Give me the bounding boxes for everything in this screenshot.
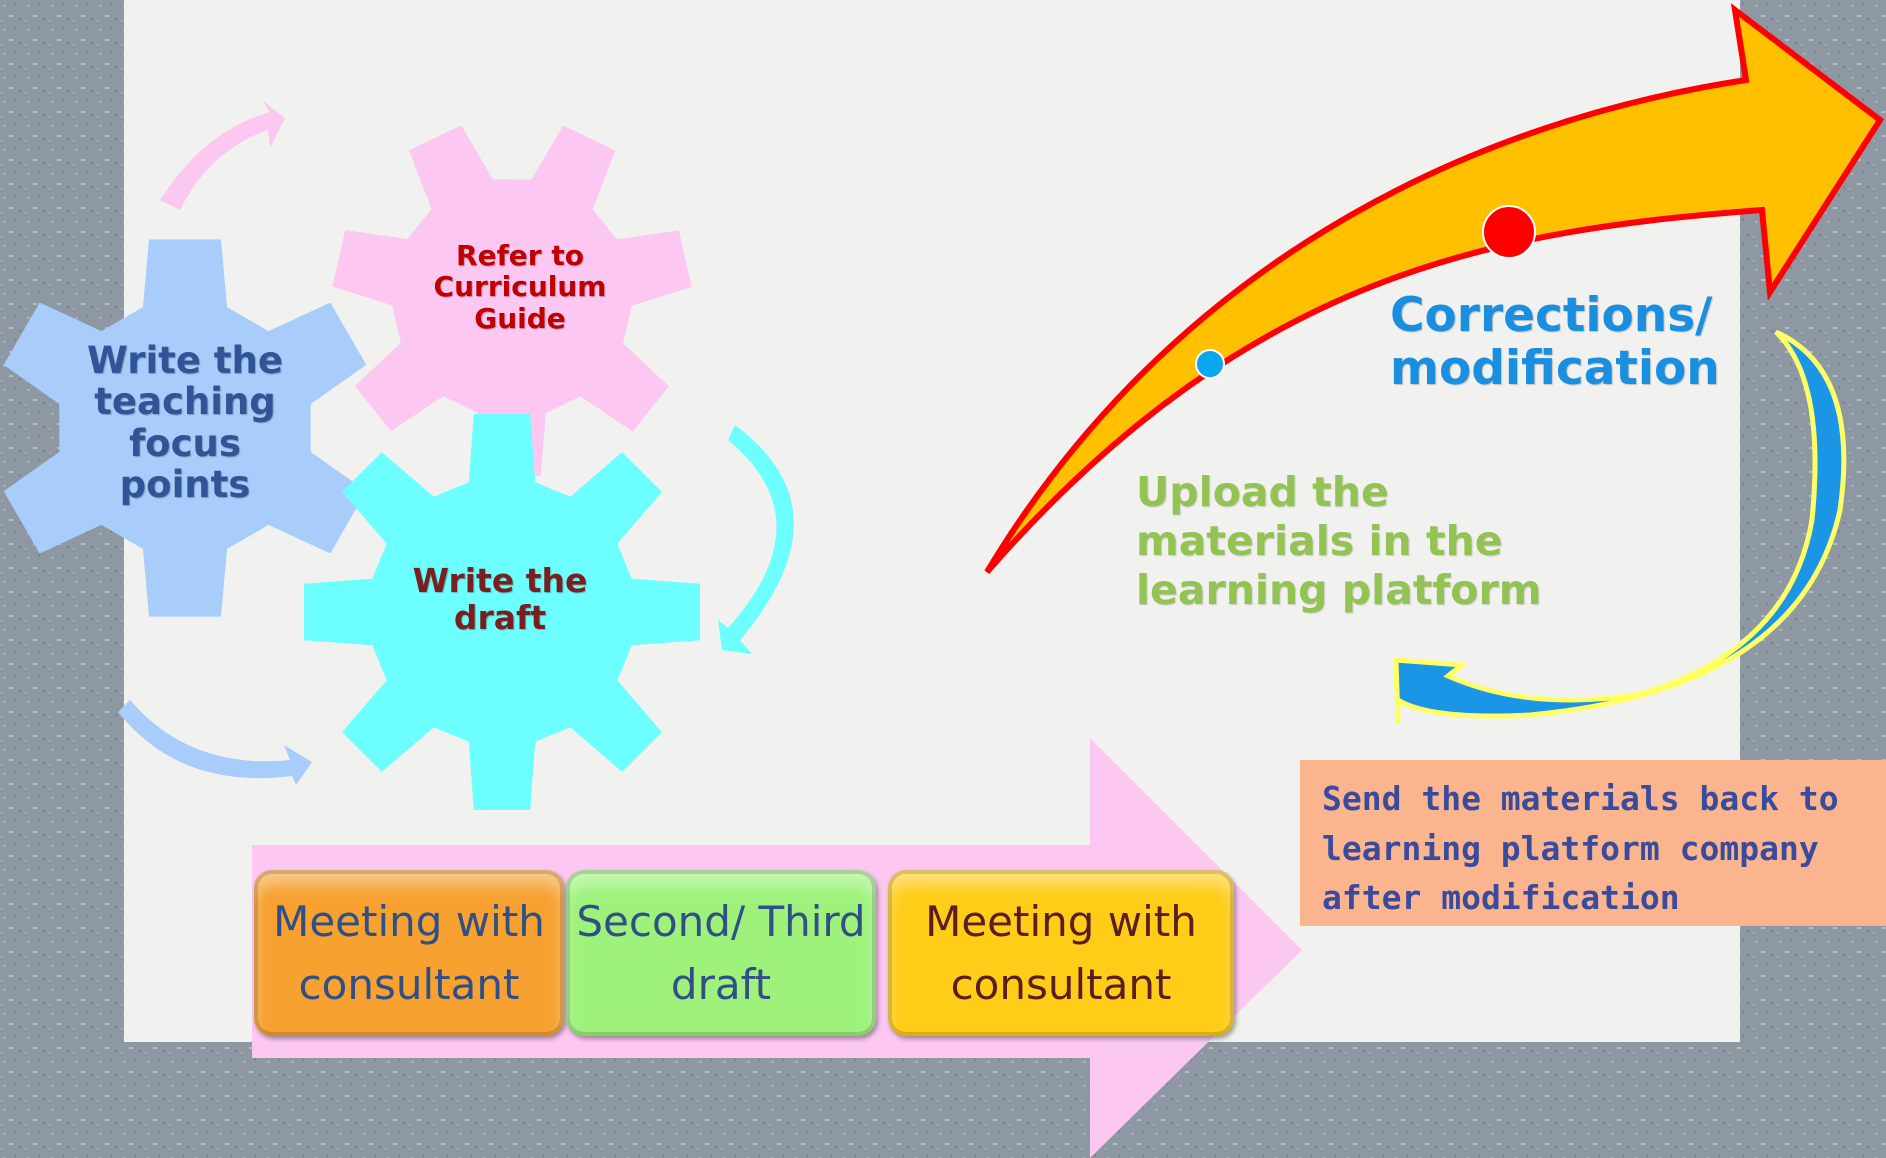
curved-progress-arrow xyxy=(984,3,1885,574)
upload-label: Upload the materials in the learning pla… xyxy=(1136,468,1542,615)
gear-curriculum-guide xyxy=(332,125,692,476)
send-back-box: Send the materials back to learning plat… xyxy=(1300,760,1886,926)
curved-arrow-marker xyxy=(1195,349,1225,379)
step-meeting-consultant-2: Meeting with consultant xyxy=(888,870,1234,1036)
gear-focus-points xyxy=(3,239,367,617)
cycle-arrow-cyan xyxy=(718,425,794,654)
corrections-label: Corrections/ modification xyxy=(1390,288,1720,396)
cycle-arrow-blue xyxy=(118,700,312,785)
gear-label-curriculum-guide: Refer to Curriculum Guide xyxy=(433,239,607,335)
step-meeting-consultant-1: Meeting with consultant xyxy=(254,870,564,1036)
gear-label-write-draft: Write the draft xyxy=(412,561,588,637)
curved-arrow-marker xyxy=(1482,205,1536,259)
cycle-arrow-pink xyxy=(160,100,285,210)
gear-label-focus-points: Write the teaching focus points xyxy=(87,339,283,507)
step-second-third-draft: Second/ Third draft xyxy=(566,870,876,1036)
gear-write-draft xyxy=(304,414,700,810)
return-arrow xyxy=(1393,329,1847,725)
